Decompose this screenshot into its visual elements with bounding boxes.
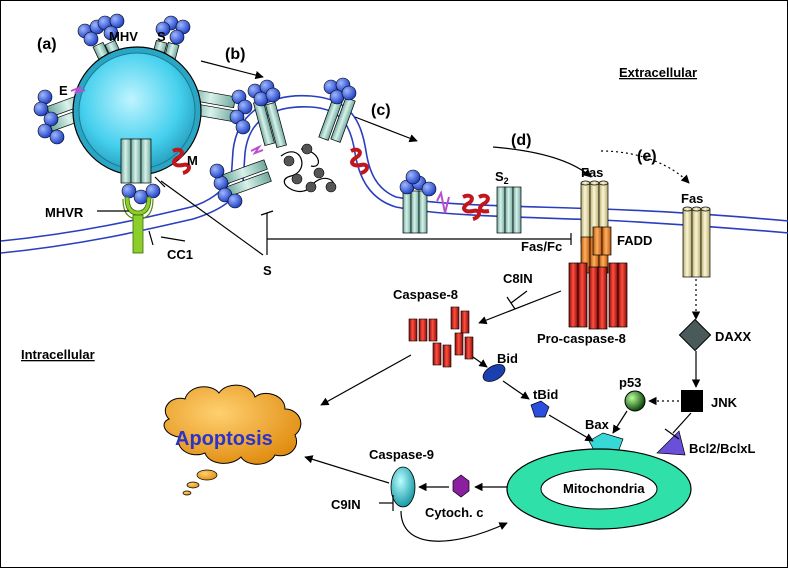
- label-bcl2: Bcl2/BclxL: [689, 441, 756, 456]
- label-extracellular: Extracellular: [619, 65, 697, 80]
- membrane-spike-c: [399, 169, 522, 234]
- mitochondria: [506, 448, 692, 530]
- label-e: (e): [637, 148, 657, 165]
- label-tbid: tBid: [533, 387, 558, 402]
- label-fas-d: Fas: [581, 165, 603, 180]
- label-d: (d): [511, 132, 531, 149]
- bcl2-icon: [656, 430, 686, 456]
- label-cytoch: Cytoch. c: [425, 505, 484, 520]
- fusion-b: [209, 77, 369, 209]
- label-cc1: CC1: [167, 247, 193, 262]
- label-intracellular: Intracellular: [21, 347, 95, 362]
- label-mhv: MHV: [109, 29, 138, 44]
- label-m-protein: M: [187, 153, 198, 168]
- label-mhvr: MHVR: [45, 205, 84, 220]
- label-c: (c): [371, 102, 391, 119]
- label-apoptosis: Apoptosis: [175, 428, 273, 450]
- bid-icon: [482, 364, 506, 382]
- cytoch-c-icon: [452, 474, 470, 498]
- virion-a: [33, 13, 253, 205]
- e-protein-icon: [70, 86, 86, 94]
- tbid-icon: [530, 400, 550, 418]
- label-daxx: DAXX: [715, 329, 751, 344]
- label-caspase8: Caspase-8: [393, 287, 458, 302]
- mhvr-receptor: [122, 196, 154, 254]
- spike-heads: [33, 13, 253, 205]
- label-b: (b): [225, 46, 245, 63]
- m-protein-icon: [172, 147, 191, 175]
- label-a: (a): [37, 36, 57, 53]
- label-jnk: JNK: [711, 395, 738, 410]
- daxx-icon: [678, 318, 712, 352]
- label-e-protein: E: [59, 83, 68, 98]
- label-s2: S2: [495, 169, 509, 186]
- label-c9in: C9IN: [331, 497, 361, 512]
- pro-caspase-8-icon: [568, 262, 628, 330]
- apoptosis-cloud: [163, 384, 302, 496]
- caspase-9-icon: [390, 466, 416, 508]
- label-fas-e: Fas: [681, 191, 703, 206]
- label-s-top: S: [157, 29, 166, 44]
- spike-s-receptor: [120, 138, 152, 184]
- jnk-icon: [681, 390, 703, 412]
- fas-receptor-e: [682, 206, 711, 278]
- label-procaspase8: Pro-caspase-8: [537, 331, 626, 346]
- connectors: [97, 60, 701, 542]
- label-bid: Bid: [497, 351, 518, 366]
- fadd-icon: [580, 226, 612, 274]
- label-fas-fc: Fas/Fc: [521, 239, 562, 254]
- label-p53: p53: [619, 375, 641, 390]
- caspase-8-icon: [408, 306, 474, 368]
- label-c8in: C8IN: [503, 271, 533, 286]
- label-bax: Bax: [585, 417, 610, 432]
- label-s-bottom: S: [263, 263, 272, 278]
- fas-receptor-d: [580, 180, 609, 244]
- label-fadd: FADD: [617, 233, 652, 248]
- labels: (a) (b) (c) (d) (e) MHV S E M MHVR CC1 S…: [21, 29, 756, 520]
- label-caspase9: Caspase-9: [369, 447, 434, 462]
- label-mitochondria: Mitochondria: [563, 481, 645, 496]
- p53-icon: [624, 390, 646, 412]
